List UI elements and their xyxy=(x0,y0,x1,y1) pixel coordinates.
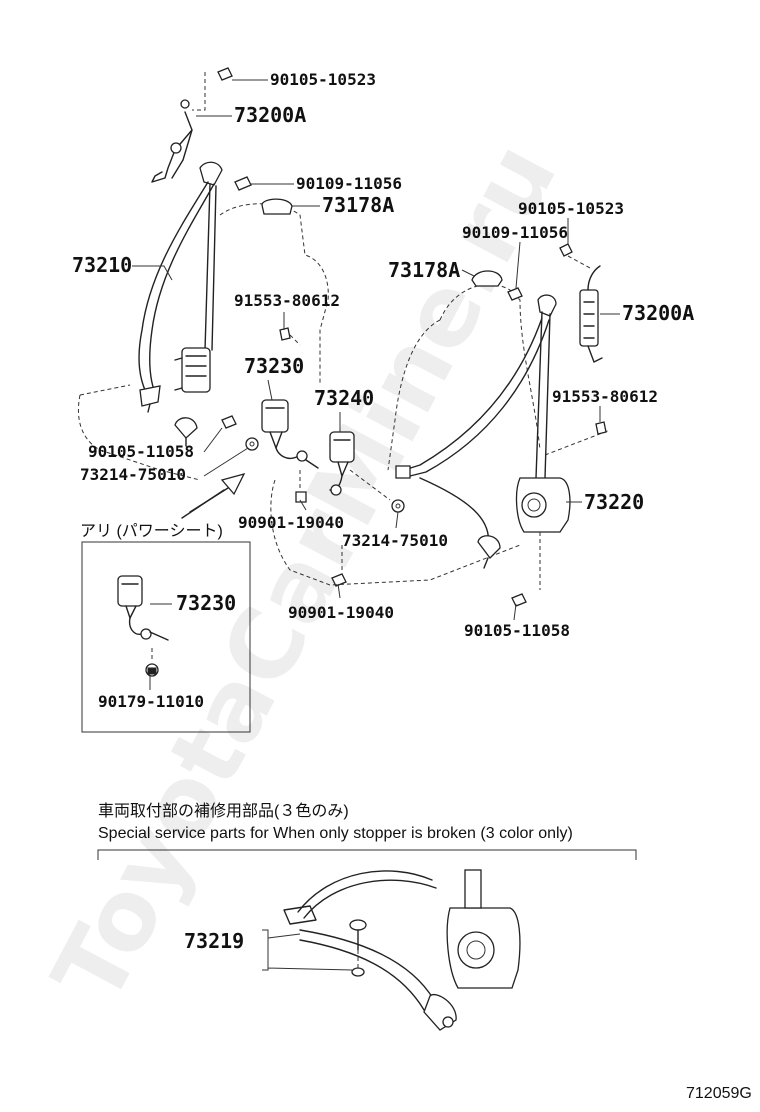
label-73240: 73240 xyxy=(314,386,374,410)
inset-title: アリ (パワーシート) xyxy=(80,523,223,540)
label-91553-80612-right: 91553-80612 xyxy=(552,387,658,406)
label-90901-19040-low: 90901-19040 xyxy=(288,603,394,622)
left-seat-outline xyxy=(77,203,329,481)
caption-japanese: 車両取付部の補修用部品(３色のみ) xyxy=(98,802,349,820)
part-labels: 90105-10523 73200A 90109-11056 73178A 73… xyxy=(72,70,694,953)
label-73200A-right: 73200A xyxy=(622,301,694,325)
buckle-73230 xyxy=(261,399,319,503)
label-90109-11056-left: 90109-11056 xyxy=(296,174,402,193)
right-seatbelt-assembly xyxy=(395,243,607,607)
left-seatbelt-assembly xyxy=(138,67,301,451)
label-inset-73230: 73230 xyxy=(176,591,236,615)
figure-code: 712059G xyxy=(686,1085,752,1102)
label-73210: 73210 xyxy=(72,253,132,277)
label-73214-75010-right: 73214-75010 xyxy=(342,531,448,550)
label-73230: 73230 xyxy=(244,354,304,378)
label-90105-11058-right: 90105-11058 xyxy=(464,621,570,640)
power-seat-inset xyxy=(81,541,251,733)
label-73214-75010-left: 73214-75010 xyxy=(80,465,186,484)
leader-lines xyxy=(132,79,620,690)
label-73178A-left: 73178A xyxy=(322,193,394,217)
label-73178A-right: 73178A xyxy=(388,258,460,282)
label-90105-10523-right: 90105-10523 xyxy=(518,199,624,218)
label-90105-11058-left: 90105-11058 xyxy=(88,442,194,461)
label-73220: 73220 xyxy=(584,490,644,514)
label-73219: 73219 xyxy=(184,929,244,953)
direction-arrow xyxy=(181,472,246,519)
stopper-detail xyxy=(97,849,637,1031)
label-90105-10523-top: 90105-10523 xyxy=(270,70,376,89)
label-90179-11010: 90179-11010 xyxy=(98,692,204,711)
caption-english: Special service parts for When only stop… xyxy=(98,825,573,842)
label-90109-11056-right: 90109-11056 xyxy=(462,223,568,242)
label-73200A-left: 73200A xyxy=(234,103,306,127)
label-91553-80612-left: 91553-80612 xyxy=(234,291,340,310)
label-90901-19040-mid: 90901-19040 xyxy=(238,513,344,532)
